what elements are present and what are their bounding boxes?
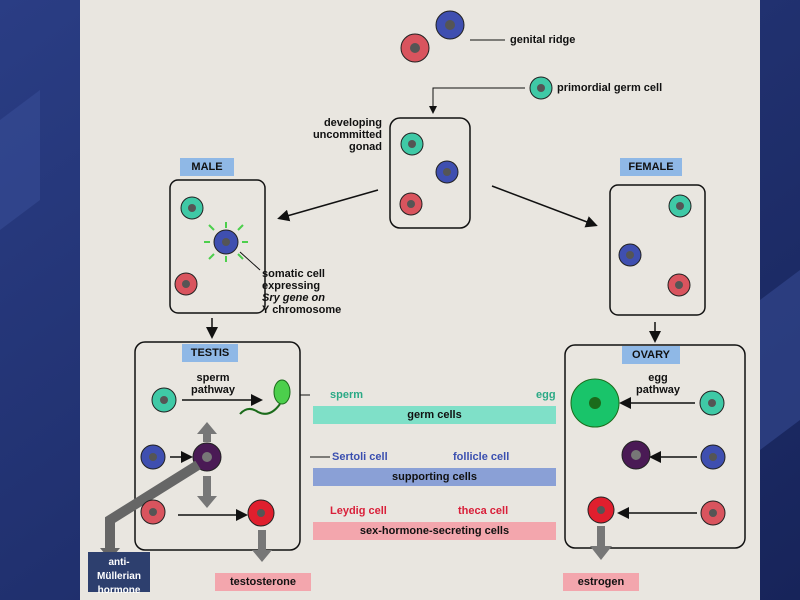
female-gonad-box [609, 184, 706, 316]
testis-tag: TESTIS [182, 344, 238, 362]
leydig-cell-label: Leydig cell [330, 505, 387, 517]
somatic-cell-label: somatic cell expressing Sry gene on Y ch… [262, 268, 342, 316]
primordial-germ-cell-label: primordial germ cell [557, 82, 663, 94]
egg-label: egg [536, 389, 556, 401]
developing-gonad-label: developing uncommitted gonad [312, 117, 382, 153]
male-tag: MALE [180, 158, 234, 176]
sperm-pathway-label: sperm pathway [191, 372, 236, 396]
sry-cell-glow [204, 222, 248, 262]
testosterone-tag: testosterone [215, 573, 311, 591]
genital-ridge-cells [400, 10, 465, 63]
genital-ridge-label: genital ridge [510, 34, 576, 46]
sertoli-cell-label: Sertoli cell [332, 451, 388, 463]
ovary-box [564, 344, 746, 549]
sperm-label: sperm [330, 389, 364, 401]
primordial-germ-cell-icon [529, 76, 553, 100]
supporting-cells-bar: supporting cells [313, 468, 556, 486]
developing-gonad-box [389, 117, 471, 229]
sex-hormone-bar: sex-hormone-secreting cells [313, 522, 556, 540]
textbook-page [80, 0, 760, 600]
theca-cell-label: theca cell [458, 505, 509, 517]
follicle-cell-label: follicle cell [453, 451, 510, 463]
anti-mullerian-tag: anti-Müllerian hormone [88, 552, 150, 596]
egg-pathway-label: egg pathway [636, 372, 681, 396]
testis-box [134, 341, 301, 551]
male-gonad-box [169, 179, 266, 314]
ovary-tag: OVARY [622, 346, 680, 364]
estrogen-tag: estrogen [563, 573, 639, 591]
female-tag: FEMALE [620, 158, 682, 176]
germ-cells-bar: germ cells [313, 406, 556, 424]
sperm-icon [239, 379, 291, 415]
